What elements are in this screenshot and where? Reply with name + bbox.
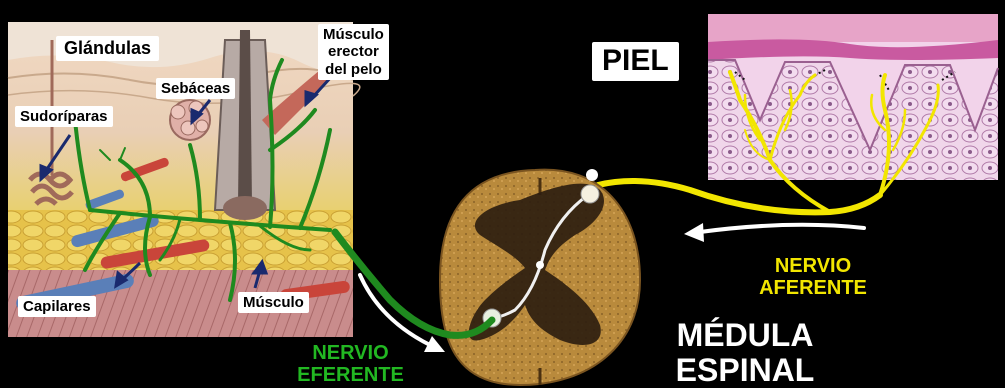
dorsal-ganglion xyxy=(586,169,598,181)
skin-illustration xyxy=(7,22,361,337)
label-medula-espinal-line2: ESPINAL xyxy=(675,352,815,388)
label-musculo: Músculo xyxy=(238,292,309,314)
afferent-nerve xyxy=(595,70,940,216)
efferent-nerve xyxy=(331,228,496,339)
label-nervio-aferente: NERVIO AFERENTE xyxy=(738,255,888,299)
label-musculo-erector-line3: del pelo xyxy=(325,60,382,78)
efferent-direction-arrow xyxy=(358,273,432,347)
hair-shaft xyxy=(238,30,252,205)
white-arrows xyxy=(358,222,866,347)
spinal-cord xyxy=(438,168,642,387)
afferent-direction-arrow xyxy=(698,222,866,234)
afferent-arrowhead xyxy=(684,223,704,242)
label-nervio-eferente-line2: EFERENTE xyxy=(297,364,404,386)
interneuron xyxy=(491,193,589,320)
label-sebaceas: Sebáceas xyxy=(156,78,236,100)
piel-histology xyxy=(708,14,999,180)
label-medula-espinal-line1: MÉDULA xyxy=(676,317,814,353)
label-nervio-aferente-line2: AFERENTE xyxy=(759,277,867,299)
label-musculo-erector-line1: Músculo xyxy=(323,26,384,43)
label-nervio-eferente: NERVIO EFERENTE xyxy=(288,342,413,386)
efferent-nerve-network xyxy=(73,58,332,302)
label-capilares: Capilares xyxy=(18,296,96,318)
label-medula-espinal: MÉDULA ESPINAL xyxy=(650,317,840,388)
label-glandulas: Glándulas xyxy=(56,36,160,61)
histology-cells xyxy=(708,60,998,180)
label-piel: PIEL xyxy=(592,42,679,81)
central-canal xyxy=(536,261,544,269)
sensory-neuron-body xyxy=(580,184,600,204)
hair-bulb xyxy=(223,196,267,220)
pointer-arrows xyxy=(39,74,334,289)
label-nervio-eferente-line1: NERVIO xyxy=(312,342,389,364)
label-musculo-erector: Músculo erector del pelo xyxy=(318,24,389,80)
efferent-arrowhead xyxy=(424,336,445,352)
erector-muscle xyxy=(262,70,330,135)
label-musculo-erector-line2: erector xyxy=(327,43,379,61)
label-sudoriparas: Sudoríparas xyxy=(15,106,113,128)
label-nervio-aferente-line1: NERVIO xyxy=(774,255,852,277)
epidermis-layer xyxy=(8,22,353,72)
